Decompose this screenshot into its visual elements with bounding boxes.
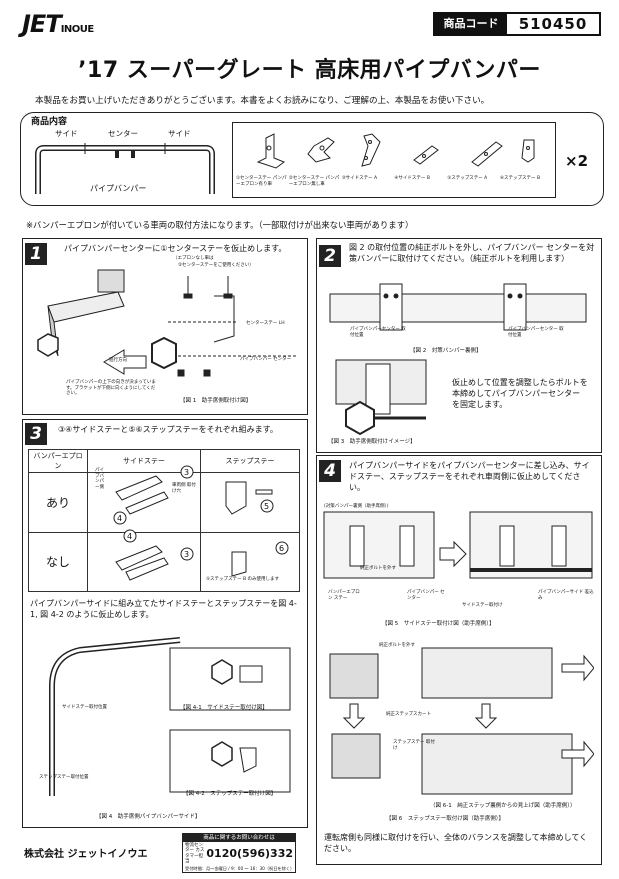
circle-num-4b: 4 [127,532,132,541]
parts-illustrations [256,133,535,169]
part-label: ⑤ステップステー A [447,176,488,181]
contents-box [20,112,604,206]
step2-body: 仮止めして位置を調整したらボルトを本締めしてパイプバンパーセンターを固定します。 [452,378,588,409]
intro-text: 本製品をお買い上げいただきありがとうございます。本書をよくお読みになり、ご理解の… [35,96,490,106]
part-label: ②センターステー パンパーエプロン無し車 [288,176,340,187]
step3-body: パイプバンパーサイドに組み立てたサイドステーとステップステーを図 4-1, 図 … [30,599,297,619]
step3-label-note: ⑤ステップステー B のみ使用します [206,577,279,582]
part-label: ③サイドステー A [341,176,378,181]
step4-label-back: (対策バンパー裏側（助手席側）) [324,504,389,509]
step4-label-bolt: 純正ボルトを外す [360,566,396,571]
step3-parts-illustration: 3 4 5 4 3 6 [113,465,289,581]
step1-illustration [37,269,298,377]
circle-num-6: 6 [279,544,284,553]
step3-caption42: 【図 4-2 ステップステー取付け図】 [183,791,277,797]
step4-label-side-attach: サイドステー取付け [462,603,503,608]
step4-label-insert: パイプバンパーサイド 差込み [538,590,594,601]
step3-fig4 [49,637,291,796]
step4-text: パイプバンパーサイドをパイプバンパーセンターに差し込み、サイドステー、ステップス… [349,461,590,492]
step2-number: 2 [319,245,341,267]
contact-hours: 受付時間：月〜金曜日 / 9：00 〜 16：30（祝日を除く） [185,865,295,871]
footer-company: 株式会社 ジェットイノウエ [24,849,148,860]
step1-note1: （エプロンなし車は [173,256,214,261]
part-label: ④サイドステー B [394,176,430,181]
step2-caption2: 【図 2 対策バンパー裏側】 [410,348,482,354]
step4-label-center: パイプバンパー センター [407,590,445,601]
circle-num-5: 5 [264,502,269,511]
code-label: 商品コード [435,14,507,34]
step1-label-stay: センターステー LH [246,321,285,326]
step4-caption61: （図 6-1 純正ステップ裏側からの見上げ図（助手席側）） [430,803,576,809]
step1-label-center: パイプバンパー センター [240,357,292,362]
step3-label-side: サイドステー取付位置 [62,705,107,710]
code-value: 510450 [518,15,588,33]
step4-label-skirt: 純正ステップスカート [386,712,431,717]
row-yes: あり [28,472,88,533]
label-side-right: サイド [168,129,191,138]
center-label: 物流センター カスタマー担当 [185,843,205,865]
page-title: ’17 スーパーグレート 高床用パイプバンパー [78,58,541,83]
step2-text: 図 2 の取付位置の純正ボルトを外し、パイプバンパー センターを対策バンパーに取… [349,243,595,263]
step4-fig5 [323,511,593,579]
step1-note2: ②センターステーをご使用ください） [178,263,254,268]
phone-number: 0120(596)332 [206,847,293,861]
step1-text: パイプバンパーセンターに①センターステーを仮止めします。 [64,244,287,253]
step3-number: 3 [25,423,47,445]
label-center: センター [108,129,138,138]
parts-frame [232,122,556,198]
step2-label-b: パイプバンパーセンター 取付位置 [508,327,564,338]
product-name: パイプバンパー [90,184,147,193]
footer-contact-box: 商品に関するお問い合わせは 物流センター カスタマー担当 0120(596)33… [182,833,296,873]
step1-body: パイプバンパーの上下の向きが決まっています。ブラケットが下側に向くようにしてくだ… [66,380,156,397]
cell-step-yes [200,472,300,533]
label-side-left: サイド [55,129,78,138]
contact-title: 商品に関するお問い合わせは [183,834,295,842]
step4-body: 運転席側も同様に取付けを行い、全体のバランスを調整して本締めしてください。 [324,833,588,853]
circle-num-4: 4 [117,514,122,523]
col-step: ステップステー [200,449,300,473]
quantity: ×2 [565,152,589,170]
circle-num-3b: 3 [184,550,189,559]
cell-step-no [200,531,300,592]
brand-main: JET [22,10,62,38]
circle-num-3: 3 [184,468,189,477]
product-code: 商品コード 510450 [433,12,601,36]
brand-sub: INOUE [60,24,95,35]
step1-number: 1 [25,243,47,265]
part-label: ①センターステー パンパーエプロン有り車 [236,176,287,187]
step3-label-vehicle: 車両側 取付け穴 [172,483,196,494]
step4-caption6: 【図 6 ステップステー取付け図（助手席側）】 [386,816,504,822]
contents-heading: 商品内容 [31,117,68,127]
step4-number: 4 [319,460,341,482]
step3-label-step: ステップステー取付位置 [39,775,89,780]
step1-panel [22,238,308,415]
step2-label-a: パイプバンパーセンター 取付位置 [350,327,406,338]
row-no: なし [28,531,88,592]
step2-caption3: 【図 3 助手席側取付けイメージ】 [328,439,416,445]
step3-table: バンパーエプロン サイドステー ステップステー あり なし [28,449,300,592]
pipe-bumper-illustration [35,143,215,194]
step3-label-pipe: パイプバンパー側 [95,468,104,490]
step2-fig2 [329,283,587,331]
step2-fig3 [335,359,427,436]
step3-text: ③④サイドステーと⑤⑥ステップステーをそれぞれ組みます。 [58,425,278,434]
step1-label-dir: 進行方向 [109,358,127,363]
step3-caption41: 【図 4-1 サイドステー取付け図】 [180,705,268,711]
parts-labels: ①センターステー パンパーエプロン有り車 ②センターステー パンパーエプロン無し… [236,176,552,187]
step4-label-step-attach: ステップステー 取付け [393,740,435,751]
step4-label-bolt2: 純正ボルトを外す [379,643,415,648]
step1-caption: 【図 1 助手席側取付け図】 [180,398,252,404]
col-apron: バンパーエプロン [28,449,88,473]
step4-caption5: 【図 5 サイドステー取付け図（助手席側）】 [382,621,495,627]
step4-label-apron: バンパーエプロン ステー [328,590,360,601]
notice: ※バンパーエプロンが付いている車両の取付方法になります。（一部取付けが出来ない車… [26,220,414,230]
step3-caption4: 【図 4 助手席側パイプバンパーサイド】 [96,814,201,820]
part-label: ⑥ステップステー B [499,176,541,181]
brand-logo: JETINOUE [22,10,95,38]
cell-side-no [87,531,201,592]
step4-fig6 [329,647,594,795]
